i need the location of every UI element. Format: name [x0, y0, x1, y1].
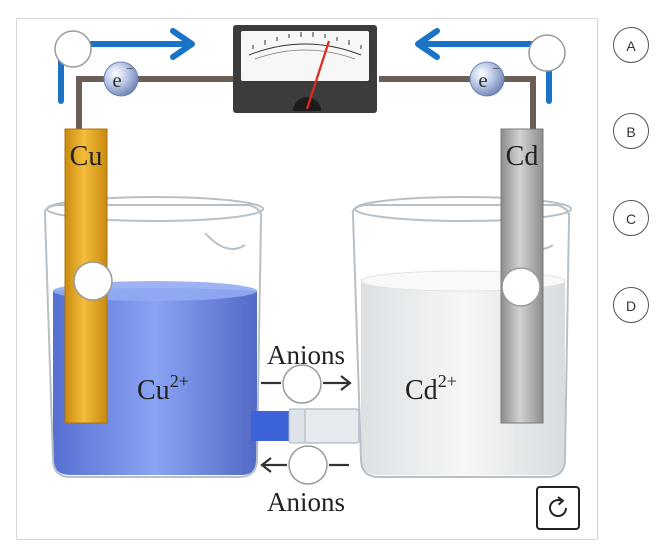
drop-target-cd-electrode[interactable]	[501, 267, 541, 307]
drop-target-cu-electrode[interactable]	[73, 261, 113, 301]
refresh-icon	[549, 496, 567, 517]
drop-target-anions-top[interactable]	[282, 364, 322, 404]
electron-left: e −	[103, 61, 139, 97]
drop-target-top-right[interactable]	[528, 34, 566, 72]
choice-d-button[interactable]: D	[613, 287, 649, 323]
diagram-panel: e − e −	[16, 18, 598, 540]
wire-left	[76, 76, 233, 149]
choice-c-button[interactable]: C	[613, 200, 649, 236]
reset-button[interactable]	[536, 486, 580, 530]
copper-electrode-label: Cu	[70, 141, 103, 172]
choice-b-button[interactable]: B	[613, 113, 649, 149]
cadmium-electrode-label: Cd	[506, 141, 539, 172]
electron-right-charge: −	[492, 61, 499, 76]
wire-right	[379, 76, 536, 149]
anions-label-bottom: Anions	[267, 487, 345, 517]
cd-ion-label: Cd2+	[405, 371, 457, 406]
electron-right: e −	[469, 61, 505, 97]
electron-left-charge: −	[126, 61, 133, 76]
electrochemical-cell-diagram: e − e −	[43, 25, 572, 517]
cu-ion-label: Cu2+	[137, 371, 189, 406]
anion-arrow-left	[260, 457, 349, 473]
voltmeter	[233, 25, 377, 113]
electron-left-symbol: e	[112, 68, 121, 92]
choice-a-button[interactable]: A	[613, 27, 649, 63]
salt-bridge	[251, 408, 360, 444]
drop-target-anions-bottom[interactable]	[288, 445, 328, 485]
anion-arrow-right	[261, 375, 352, 391]
electron-right-symbol: e	[478, 68, 487, 92]
drop-target-top-left[interactable]	[54, 30, 92, 68]
voltmeter-needle	[305, 40, 331, 110]
